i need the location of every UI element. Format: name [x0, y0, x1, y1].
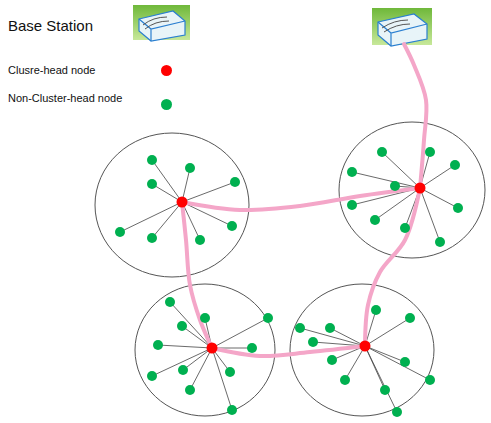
member-link	[365, 346, 430, 380]
member-link	[152, 160, 182, 202]
member-link	[120, 202, 182, 232]
member-node	[340, 375, 350, 385]
member-node	[177, 321, 187, 331]
cluster-head	[415, 183, 426, 194]
member-node	[347, 200, 357, 210]
member-link	[212, 348, 232, 410]
member-node	[153, 340, 163, 350]
member-node	[377, 147, 387, 157]
member-link	[365, 318, 410, 346]
member-node	[371, 305, 381, 315]
member-node	[405, 313, 415, 323]
routing-path	[212, 346, 365, 356]
member-link	[345, 346, 365, 380]
member-link	[365, 346, 397, 412]
member-link	[420, 188, 440, 242]
legend-label: Non-Cluster-head node	[8, 92, 122, 104]
member-node	[185, 163, 195, 173]
routing-path	[182, 188, 420, 210]
legend-swatch	[161, 99, 172, 110]
member-node	[115, 227, 125, 237]
member-link	[212, 318, 268, 348]
member-link	[152, 348, 212, 376]
member-link	[170, 302, 212, 348]
member-node	[327, 355, 337, 365]
member-link	[382, 152, 420, 188]
member-node	[147, 371, 157, 381]
cluster-group	[95, 44, 485, 417]
legend-swatch	[161, 65, 172, 76]
member-node	[435, 237, 445, 247]
member-node	[370, 215, 380, 225]
member-node	[380, 385, 390, 395]
member-link	[190, 348, 212, 390]
member-node	[230, 177, 240, 187]
member-node	[227, 405, 237, 415]
member-node	[263, 313, 273, 323]
member-node	[308, 337, 318, 347]
member-node	[227, 221, 237, 231]
member-node	[425, 375, 435, 385]
cluster-circle	[135, 284, 275, 416]
member-link	[352, 172, 420, 188]
member-node	[392, 407, 402, 417]
member-node	[200, 313, 210, 323]
member-node	[147, 233, 157, 243]
member-node	[400, 223, 410, 233]
member-link	[152, 202, 182, 238]
member-node	[325, 323, 335, 333]
member-node	[195, 235, 205, 245]
member-node	[185, 385, 195, 395]
cluster-head	[360, 341, 371, 352]
member-node	[295, 323, 305, 333]
base-station-icon	[372, 8, 432, 46]
member-node	[400, 357, 410, 367]
member-node	[147, 155, 157, 165]
cluster-head	[177, 197, 188, 208]
member-node	[225, 367, 235, 377]
member-node	[247, 343, 257, 353]
member-node	[147, 179, 157, 189]
member-node	[453, 203, 463, 213]
legend-label: Clusre-head node	[8, 64, 95, 76]
member-node	[165, 297, 175, 307]
member-node	[425, 147, 435, 157]
member-link	[420, 165, 455, 188]
routing-path	[365, 188, 420, 346]
member-link	[330, 328, 365, 346]
routing-path	[404, 44, 427, 188]
member-node	[347, 167, 357, 177]
member-link	[420, 188, 458, 208]
member-node	[178, 365, 188, 375]
legend-label: Base Station	[8, 18, 93, 35]
member-link	[158, 345, 212, 348]
cluster-circle	[95, 133, 249, 277]
member-node	[450, 160, 460, 170]
member-link	[182, 182, 235, 202]
base-station-icon	[133, 5, 190, 41]
cluster-head	[207, 343, 218, 354]
member-node	[390, 181, 400, 191]
